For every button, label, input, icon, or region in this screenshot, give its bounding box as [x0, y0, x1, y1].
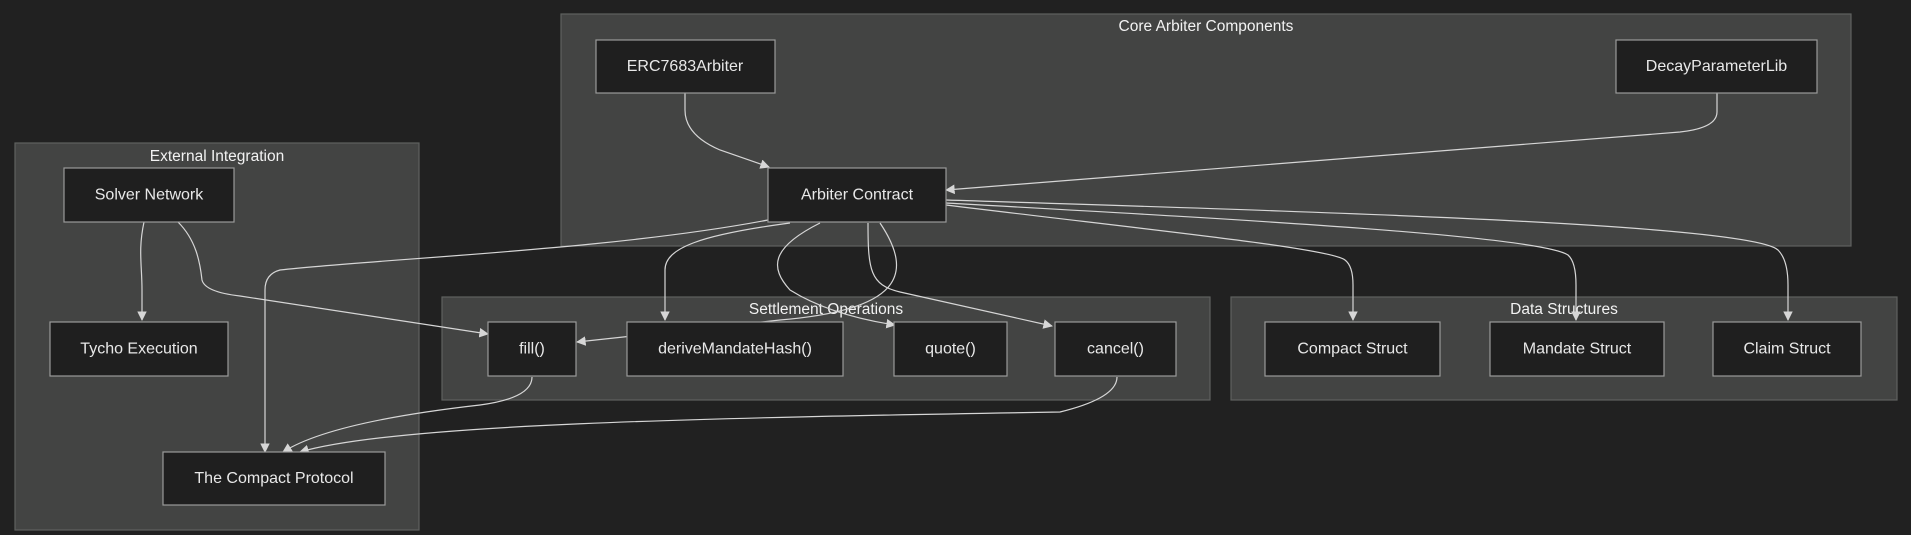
node-cancel[interactable]: cancel() — [1054, 321, 1177, 377]
node-label-fill: fill() — [519, 341, 545, 358]
edge-arbiter-to-fill — [576, 222, 897, 346]
node-label-solver: Solver Network — [95, 187, 204, 204]
edge-arbiter-to-mandate-struct — [945, 202, 1581, 321]
edge-arbiter-to-cancel — [867, 222, 1053, 329]
cluster-title-external: External Integration — [150, 148, 284, 165]
node-fill[interactable]: fill() — [487, 321, 577, 377]
node-solver-network[interactable]: Solver Network — [63, 167, 235, 223]
edge-arbiter-to-claim-struct — [945, 199, 1793, 321]
node-label-decay: DecayParameterLib — [1646, 58, 1788, 75]
edge-arbiter-to-quote — [776, 222, 896, 329]
cluster-title-data: Data Structures — [1510, 301, 1618, 318]
node-label-tycho: Tycho Execution — [80, 341, 197, 358]
edges — [137, 93, 1793, 455]
node-claim-struct[interactable]: Claim Struct — [1712, 321, 1862, 377]
node-decay-parameter-lib[interactable]: DecayParameterLib — [1615, 39, 1818, 94]
node-label-cancel: cancel() — [1087, 341, 1144, 358]
edge-decay-to-arbiter — [945, 93, 1718, 195]
node-label-claim-struct: Claim Struct — [1743, 341, 1831, 358]
node-the-compact-protocol[interactable]: The Compact Protocol — [162, 451, 386, 506]
node-compact-struct[interactable]: Compact Struct — [1264, 321, 1441, 377]
edge-arbiter-to-compact-struct — [945, 204, 1358, 321]
node-label-derive: deriveMandateHash() — [658, 341, 812, 358]
node-derive-mandate-hash[interactable]: deriveMandateHash() — [626, 321, 844, 377]
node-arbiter-contract[interactable]: Arbiter Contract — [767, 167, 947, 223]
node-label-arbiter: Arbiter Contract — [801, 187, 914, 204]
node-quote[interactable]: quote() — [893, 321, 1008, 377]
edge-arbiter-to-compact-protocol — [260, 219, 769, 453]
edge-solver-to-tycho — [137, 221, 147, 321]
edge-cancel-to-compact-protocol — [299, 376, 1118, 455]
node-label-compact-struct: Compact Struct — [1297, 341, 1408, 358]
node-tycho-execution[interactable]: Tycho Execution — [49, 321, 229, 377]
edge-solver-to-fill — [177, 221, 489, 338]
node-label-quote: quote() — [925, 341, 976, 358]
edge-arbiter-to-derive — [660, 222, 791, 321]
node-erc7683-arbiter[interactable]: ERC7683Arbiter — [595, 39, 776, 94]
cluster-title-settlement: Settlement Operations — [749, 301, 903, 318]
node-label-erc7683: ERC7683Arbiter — [627, 58, 744, 75]
node-label-mandate-struct: Mandate Struct — [1523, 341, 1632, 358]
node-mandate-struct[interactable]: Mandate Struct — [1489, 321, 1665, 377]
edge-erc7683-to-arbiter — [684, 93, 770, 169]
node-label-compact-protocol: The Compact Protocol — [194, 470, 353, 487]
edge-fill-to-compact-protocol — [282, 376, 533, 453]
cluster-title-core: Core Arbiter Components — [1119, 18, 1294, 35]
